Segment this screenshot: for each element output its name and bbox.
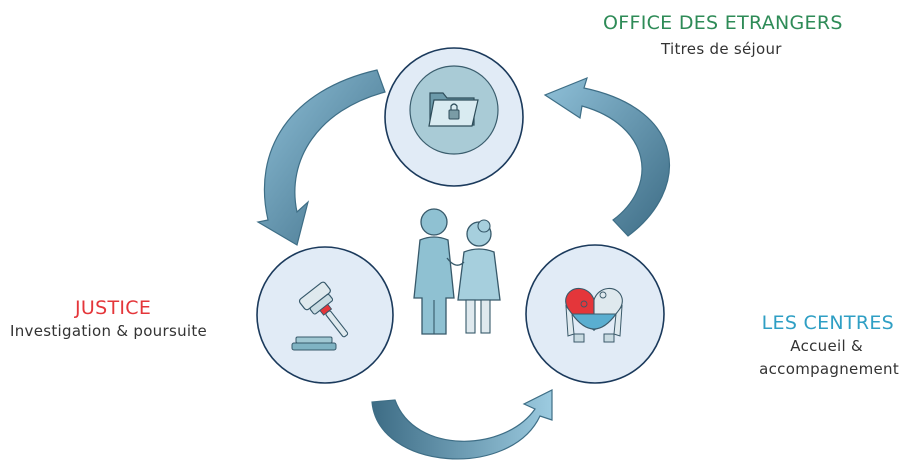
arrow-centres-to-office: [543, 76, 670, 237]
arrow-office-to-justice: [256, 69, 386, 246]
heart-hands-icon: [565, 287, 623, 343]
folder-lock-icon: [428, 92, 479, 127]
centres-subtitle-line1: Accueil &: [790, 337, 863, 355]
arrow-justice-to-centres: [371, 389, 553, 460]
justice-circle: [256, 246, 394, 384]
office-title: OFFICE DES ETRANGERS: [603, 12, 843, 34]
centres-title: LES CENTRES: [761, 312, 894, 334]
gavel-icon: [291, 281, 349, 351]
justice-subtitle: Investigation & poursuite: [10, 322, 208, 340]
elderly-couple-icon: [413, 208, 501, 335]
office-subtitle: Titres de séjour: [661, 40, 782, 58]
centres-subtitle-line2: accompagnement: [759, 360, 899, 378]
justice-title: JUSTICE: [75, 297, 152, 319]
